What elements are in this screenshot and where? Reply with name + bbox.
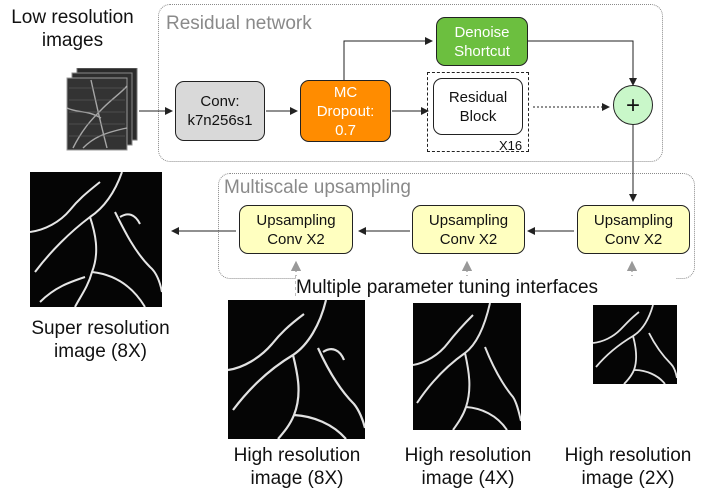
super-resolution-image bbox=[30, 172, 162, 307]
arrow-dropout-to-denoise bbox=[343, 37, 433, 82]
high-resolution-image-4x bbox=[413, 303, 521, 430]
low-resolution-image-stack bbox=[63, 67, 143, 156]
mc-dropout-node: MC Dropout: 0.7 bbox=[300, 80, 391, 142]
upsampling-node-1: Upsampling Conv X2 bbox=[239, 205, 353, 254]
hr2-label: High resolution image (2X) bbox=[564, 445, 692, 489]
input-label: Low resolution images bbox=[11, 7, 134, 51]
multiscale-upsampling-title: Multiscale upsampling bbox=[224, 177, 411, 198]
hr4-label: High resolution image (4X) bbox=[404, 445, 532, 489]
output-label: Super resolution image (8X) bbox=[31, 318, 170, 362]
conv-node: Conv: k7n256s1 bbox=[175, 81, 265, 141]
upsampling-node-3: Upsampling Conv X2 bbox=[577, 205, 690, 254]
residual-block-node: Residual Block bbox=[433, 78, 523, 135]
residual-network-group bbox=[158, 4, 663, 162]
tuning-interfaces-label: Multiple parameter tuning interfaces bbox=[296, 276, 676, 299]
high-resolution-image-8x bbox=[228, 300, 365, 439]
sum-node: + bbox=[613, 85, 653, 125]
upsampling-node-2: Upsampling Conv X2 bbox=[412, 205, 525, 254]
hr8-label: High resolution image (8X) bbox=[233, 445, 361, 489]
high-resolution-image-2x bbox=[593, 305, 677, 384]
denoise-shortcut-node: Denoise Shortcut bbox=[436, 17, 528, 66]
residual-network-title: Residual network bbox=[166, 13, 312, 34]
residual-repeat-box bbox=[427, 72, 529, 152]
arrow-denoise-to-sum bbox=[528, 40, 637, 86]
repeat-count-label: X16 bbox=[499, 138, 523, 153]
